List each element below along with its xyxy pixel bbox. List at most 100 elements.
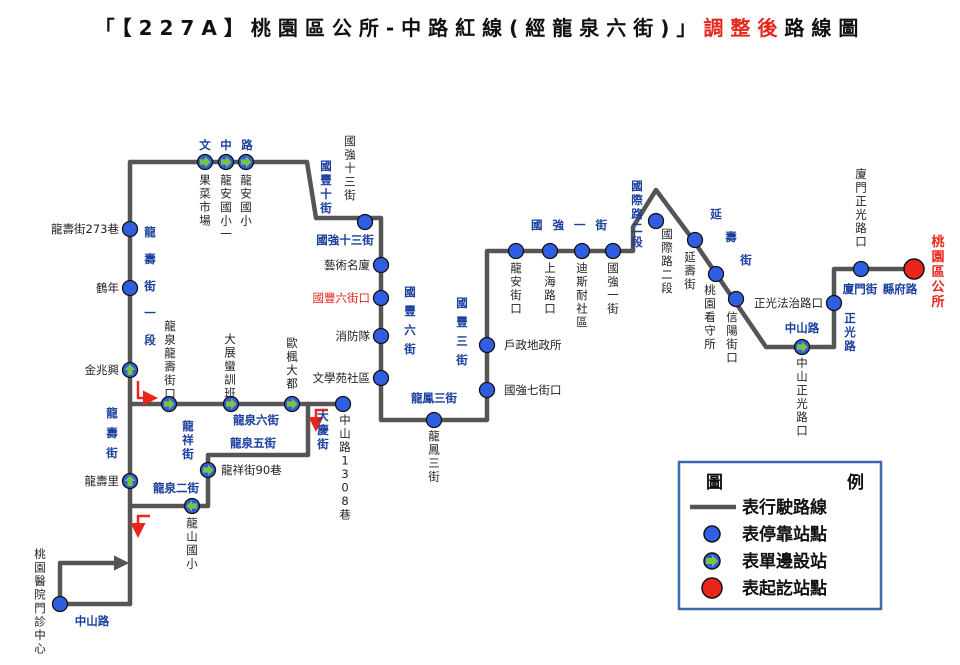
road-label: 國強十三街 [316, 233, 374, 247]
stop-marker[interactable] [183, 497, 201, 515]
stop-marker[interactable] [199, 461, 217, 479]
legend: 圖 例 表行駛路線 表停靠站點 表單邊設站 表起訖站點 [677, 460, 883, 611]
stop-marker[interactable] [478, 336, 496, 354]
road-label: 中 [220, 138, 232, 152]
road-label: 中山路 [75, 614, 110, 628]
road-label: 龍泉六街 [233, 413, 279, 427]
road-label: 正光路 [843, 311, 856, 353]
stop-label: 迪斯耐社區 [576, 261, 588, 329]
stop-label: 國強十三街 [344, 134, 356, 202]
stop-marker[interactable] [334, 395, 352, 413]
stop-marker[interactable] [237, 153, 255, 171]
stop-label: 正光法治路口 [754, 296, 823, 310]
road-label: 國豐三街 [455, 296, 468, 367]
stop-label: 金兆興 [85, 363, 120, 377]
stop-label: 文學苑社區 [313, 371, 371, 385]
stop-marker[interactable] [573, 242, 591, 260]
road-labels: 文中路國豐十街國強十三街國豐六街龍鳳三街國豐三街國強一街國際路二段延壽街中山路正… [75, 138, 918, 628]
stop-label: 龍山國小 [186, 516, 198, 571]
road-label: 廈門街 [843, 282, 878, 296]
road-label: 大慶街 [316, 409, 329, 451]
stop-label: 中山正光路口 [796, 356, 808, 438]
title-prefix: 「【227A】桃園區公所-中路紅線(經龍泉六街)」 [94, 16, 704, 40]
stop-label: 歐楓大都 [286, 336, 298, 391]
stops: 龍壽街273巷鶴年金兆興龍壽里桃園醫院門診中心龍山國小龍祥街90巷龍泉龍壽街口大… [34, 134, 944, 656]
stop-marker[interactable] [160, 395, 178, 413]
stop-label: 信陽街口 [726, 310, 738, 365]
stop-marker[interactable] [541, 242, 559, 260]
stop-label: 上海路口 [544, 261, 556, 316]
road-label: 縣府路 [883, 282, 918, 296]
stop-label: 國際路二段 [661, 227, 673, 295]
stop-marker[interactable] [196, 153, 214, 171]
stop-label: 龍壽里 [85, 474, 120, 488]
stop-marker[interactable] [217, 153, 235, 171]
stop-label: 龍安國小 [240, 173, 252, 228]
stop-marker[interactable] [686, 231, 704, 249]
stop-label: 龍泉龍壽街口 [164, 319, 176, 401]
page-title: 「【227A】桃園區公所-中路紅線(經龍泉六街)」調整後路線圖 [0, 12, 960, 41]
legend-item-start: 表起訖站點 [742, 578, 827, 599]
stop-marker[interactable] [425, 411, 443, 429]
stop-marker[interactable] [283, 395, 301, 413]
stop-label: 龍安街口 [510, 261, 522, 316]
road-label: 國強一街 [531, 218, 617, 232]
stop-label: 國強一街 [607, 261, 619, 316]
stop-marker[interactable] [356, 213, 374, 231]
stop-marker[interactable] [372, 327, 390, 345]
title-suffix: 路線圖 [784, 16, 866, 40]
legend-item-stop: 表停靠站點 [742, 524, 827, 545]
stop-label: 消防隊 [336, 329, 371, 343]
stop-marker[interactable] [604, 242, 622, 260]
stop-marker[interactable] [852, 260, 870, 278]
stop-label: 桃園醫院門診中心 [34, 547, 46, 656]
stop-marker[interactable] [707, 265, 725, 283]
stop-marker[interactable] [478, 381, 496, 399]
stop-label: 大展蠻訓班 [224, 332, 236, 400]
road-label: 路 [241, 138, 253, 152]
stop-marker[interactable] [222, 395, 240, 413]
legend-arrow-icon [703, 552, 721, 570]
legend-start-icon [701, 577, 723, 599]
road-label: 延壽街 [709, 207, 752, 267]
stop-label: 戶政地政所 [504, 338, 562, 352]
stop-marker[interactable] [647, 212, 665, 230]
stop-marker[interactable] [903, 258, 925, 280]
legend-item-line: 表行駛路線 [742, 497, 827, 518]
stop-marker[interactable] [727, 290, 745, 308]
legend-title-right: 例 [847, 472, 864, 493]
stop-marker[interactable] [372, 369, 390, 387]
stop-marker[interactable] [507, 242, 525, 260]
stop-marker[interactable] [121, 279, 139, 297]
stop-label: 龍壽街273巷 [51, 222, 119, 236]
stop-label: 廈門正光路口 [855, 167, 867, 249]
road-label: 國際路二段 [631, 179, 643, 249]
road-label: 國豐六街 [403, 285, 416, 356]
stop-label: 桃園看守所 [704, 283, 716, 351]
stop-label: 藝術名廈 [324, 258, 370, 272]
stop-label: 鶴年 [96, 281, 119, 295]
stop-label: 國強七街口 [504, 383, 562, 397]
stop-marker[interactable] [121, 361, 139, 379]
stop-marker[interactable] [372, 289, 390, 307]
road-label: 龍祥街 [181, 419, 194, 461]
turn-arrows [130, 381, 328, 538]
road-label: 龍泉二街 [153, 481, 199, 495]
stop-label: 龍祥街90巷 [221, 463, 282, 477]
stop-label: 桃園區公所 [931, 234, 944, 310]
stop-marker[interactable] [121, 472, 139, 490]
stop-marker[interactable] [121, 220, 139, 238]
stop-marker[interactable] [793, 338, 811, 356]
stop-label: 龍鳳三街 [428, 429, 440, 484]
title-accent: 調整後 [703, 16, 785, 40]
road-label: 文 [199, 138, 211, 152]
stop-label: 國豐六街口 [313, 291, 371, 305]
road-label: 龍泉五街 [230, 436, 276, 450]
stop-label: 龍安國小一 [220, 173, 232, 241]
stop-marker[interactable] [825, 294, 843, 312]
stop-marker[interactable] [372, 256, 390, 274]
stop-marker[interactable] [51, 595, 69, 613]
road-label: 龍鳳三街 [411, 391, 457, 405]
